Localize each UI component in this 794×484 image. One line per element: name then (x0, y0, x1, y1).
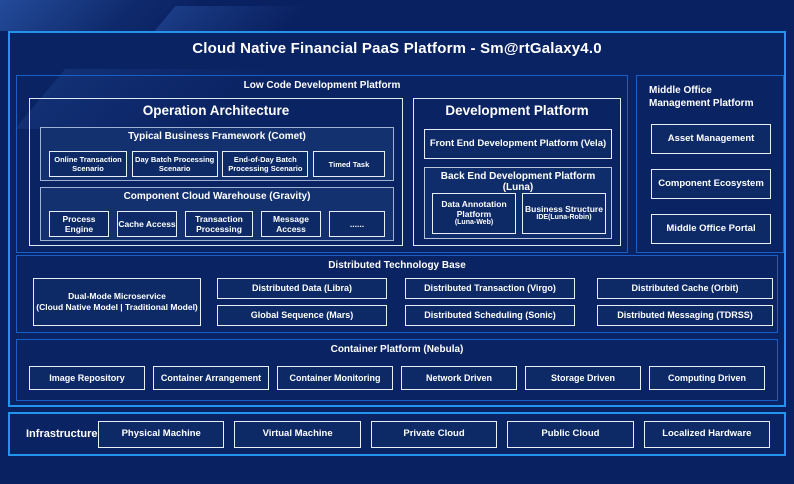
chip-sub-text: IDE(Luna-Robin) (536, 214, 592, 222)
chip-localized-hardware: Localized Hardware (643, 420, 771, 448)
page-title: Cloud Native Financial PaaS Platform - S… (192, 40, 602, 57)
chip-distributed-messaging-tdrss: Distributed Messaging (TDRSS) (597, 305, 773, 326)
chip-storage-driven: Storage Driven (525, 366, 641, 390)
section-label: Low Code Development Platform (243, 80, 401, 91)
section-label: Infrastructure (26, 428, 98, 440)
group-typical-business-framework-comet: Typical Business Framework (Comet) Onlin… (40, 127, 394, 181)
section-label: Distributed Technology Base (328, 260, 466, 271)
panel-title: Operation Architecture (142, 103, 290, 118)
panel-operation-architecture: Operation Architecture Typical Business … (29, 98, 403, 246)
container-items-row: Image Repository Container Arrangement C… (29, 366, 765, 390)
chip-main-text: Dual-Mode Microservice (68, 290, 166, 301)
chip-data-annotation-platform-luna-web: Data Annotation Platform (Luna-Web) (432, 193, 516, 234)
chip-cache-access: Cache Access (117, 211, 177, 237)
chip-end-of-day-batch-processing-scenario: End-of-Day Batch Processing Scenario (222, 151, 309, 177)
chip-physical-machine: Physical Machine (98, 420, 225, 448)
chip-transaction-processing: Transaction Processing (185, 211, 253, 237)
chip-middle-office-portal: Middle Office Portal (651, 214, 771, 244)
chip-dual-mode-microservice: Dual-Mode Microservice (Cloud Native Mod… (33, 278, 201, 326)
section-low-code-development-platform: Low Code Development Platform Operation … (16, 75, 628, 253)
chip-container-arrangement: Container Arrangement (153, 366, 269, 390)
chip-computing-driven: Computing Driven (649, 366, 765, 390)
chip-timed-task: Timed Task (312, 151, 385, 177)
chip-global-sequence-mars: Global Sequence (Mars) (217, 305, 387, 326)
group-label: Component Cloud Warehouse (Gravity) (123, 191, 311, 202)
section-distributed-technology-base: Distributed Technology Base Dual-Mode Mi… (16, 255, 778, 333)
chip-main-text: Data Annotation Platform (441, 199, 507, 220)
infrastructure-items-row: Physical Machine Virtual Machine Private… (98, 420, 771, 448)
group-label: Back End Development Platform (Luna) (440, 171, 596, 193)
chip-network-driven: Network Driven (401, 366, 517, 390)
group-label: Typical Business Framework (Comet) (128, 131, 306, 142)
group-back-end-development-platform-luna: Back End Development Platform (Luna) Dat… (424, 167, 612, 239)
panel-development-platform: Development Platform Front End Developme… (413, 98, 621, 246)
chip-ellipsis-more: ...... (329, 211, 385, 237)
chip-sub-text: (Luna-Web) (454, 219, 494, 227)
chip-online-transaction-scenario: Online Transaction Scenario (49, 151, 127, 177)
chip-component-ecosystem: Component Ecosystem (651, 169, 771, 199)
chip-day-batch-processing-scenario: Day Batch Processing Scenario (131, 151, 218, 177)
chip-distributed-cache-orbit: Distributed Cache (Orbit) (597, 278, 773, 299)
chip-distributed-data-libra: Distributed Data (Libra) (217, 278, 387, 299)
diagonal-accent-shape (154, 6, 326, 31)
diagonal-accent-shape (0, 0, 204, 31)
chip-private-cloud: Private Cloud (370, 420, 498, 448)
chip-virtual-machine: Virtual Machine (234, 420, 361, 448)
section-infrastructure: Infrastructure Physical Machine Virtual … (8, 412, 786, 456)
section-container-platform-nebula: Container Platform (Nebula) Image Reposi… (16, 339, 778, 401)
chip-process-engine: Process Engine (49, 211, 109, 237)
chip-distributed-scheduling-sonic: Distributed Scheduling (Sonic) (405, 305, 575, 326)
chip-asset-management: Asset Management (651, 124, 771, 154)
section-label: Container Platform (Nebula) (330, 344, 464, 355)
chip-business-structure-ide-luna-robin: Business Structure IDE(Luna-Robin) (522, 193, 606, 234)
chip-front-end-development-platform-vela: Front End Development Platform (Vela) (424, 129, 612, 159)
chip-message-access: Message Access (261, 211, 321, 237)
panel-title: Development Platform (445, 103, 589, 118)
chip-main-text: Business Structure (525, 204, 603, 215)
section-middle-office-management-platform: Middle Office Management Platform Asset … (636, 75, 784, 253)
section-label: Middle Office Management Platform (649, 85, 754, 109)
comet-items-row: Online Transaction Scenario Day Batch Pr… (49, 151, 385, 177)
main-platform-frame: Cloud Native Financial PaaS Platform - S… (8, 31, 786, 407)
chip-container-monitoring: Container Monitoring (277, 366, 393, 390)
chip-image-repository: Image Repository (29, 366, 145, 390)
group-component-cloud-warehouse-gravity: Component Cloud Warehouse (Gravity) Proc… (40, 187, 394, 241)
chip-distributed-transaction-virgo: Distributed Transaction (Virgo) (405, 278, 575, 299)
gravity-items-row: Process Engine Cache Access Transaction … (49, 211, 385, 237)
chip-sub-text: (Cloud Native Model | Traditional Model) (36, 302, 198, 312)
chip-public-cloud: Public Cloud (507, 420, 634, 448)
